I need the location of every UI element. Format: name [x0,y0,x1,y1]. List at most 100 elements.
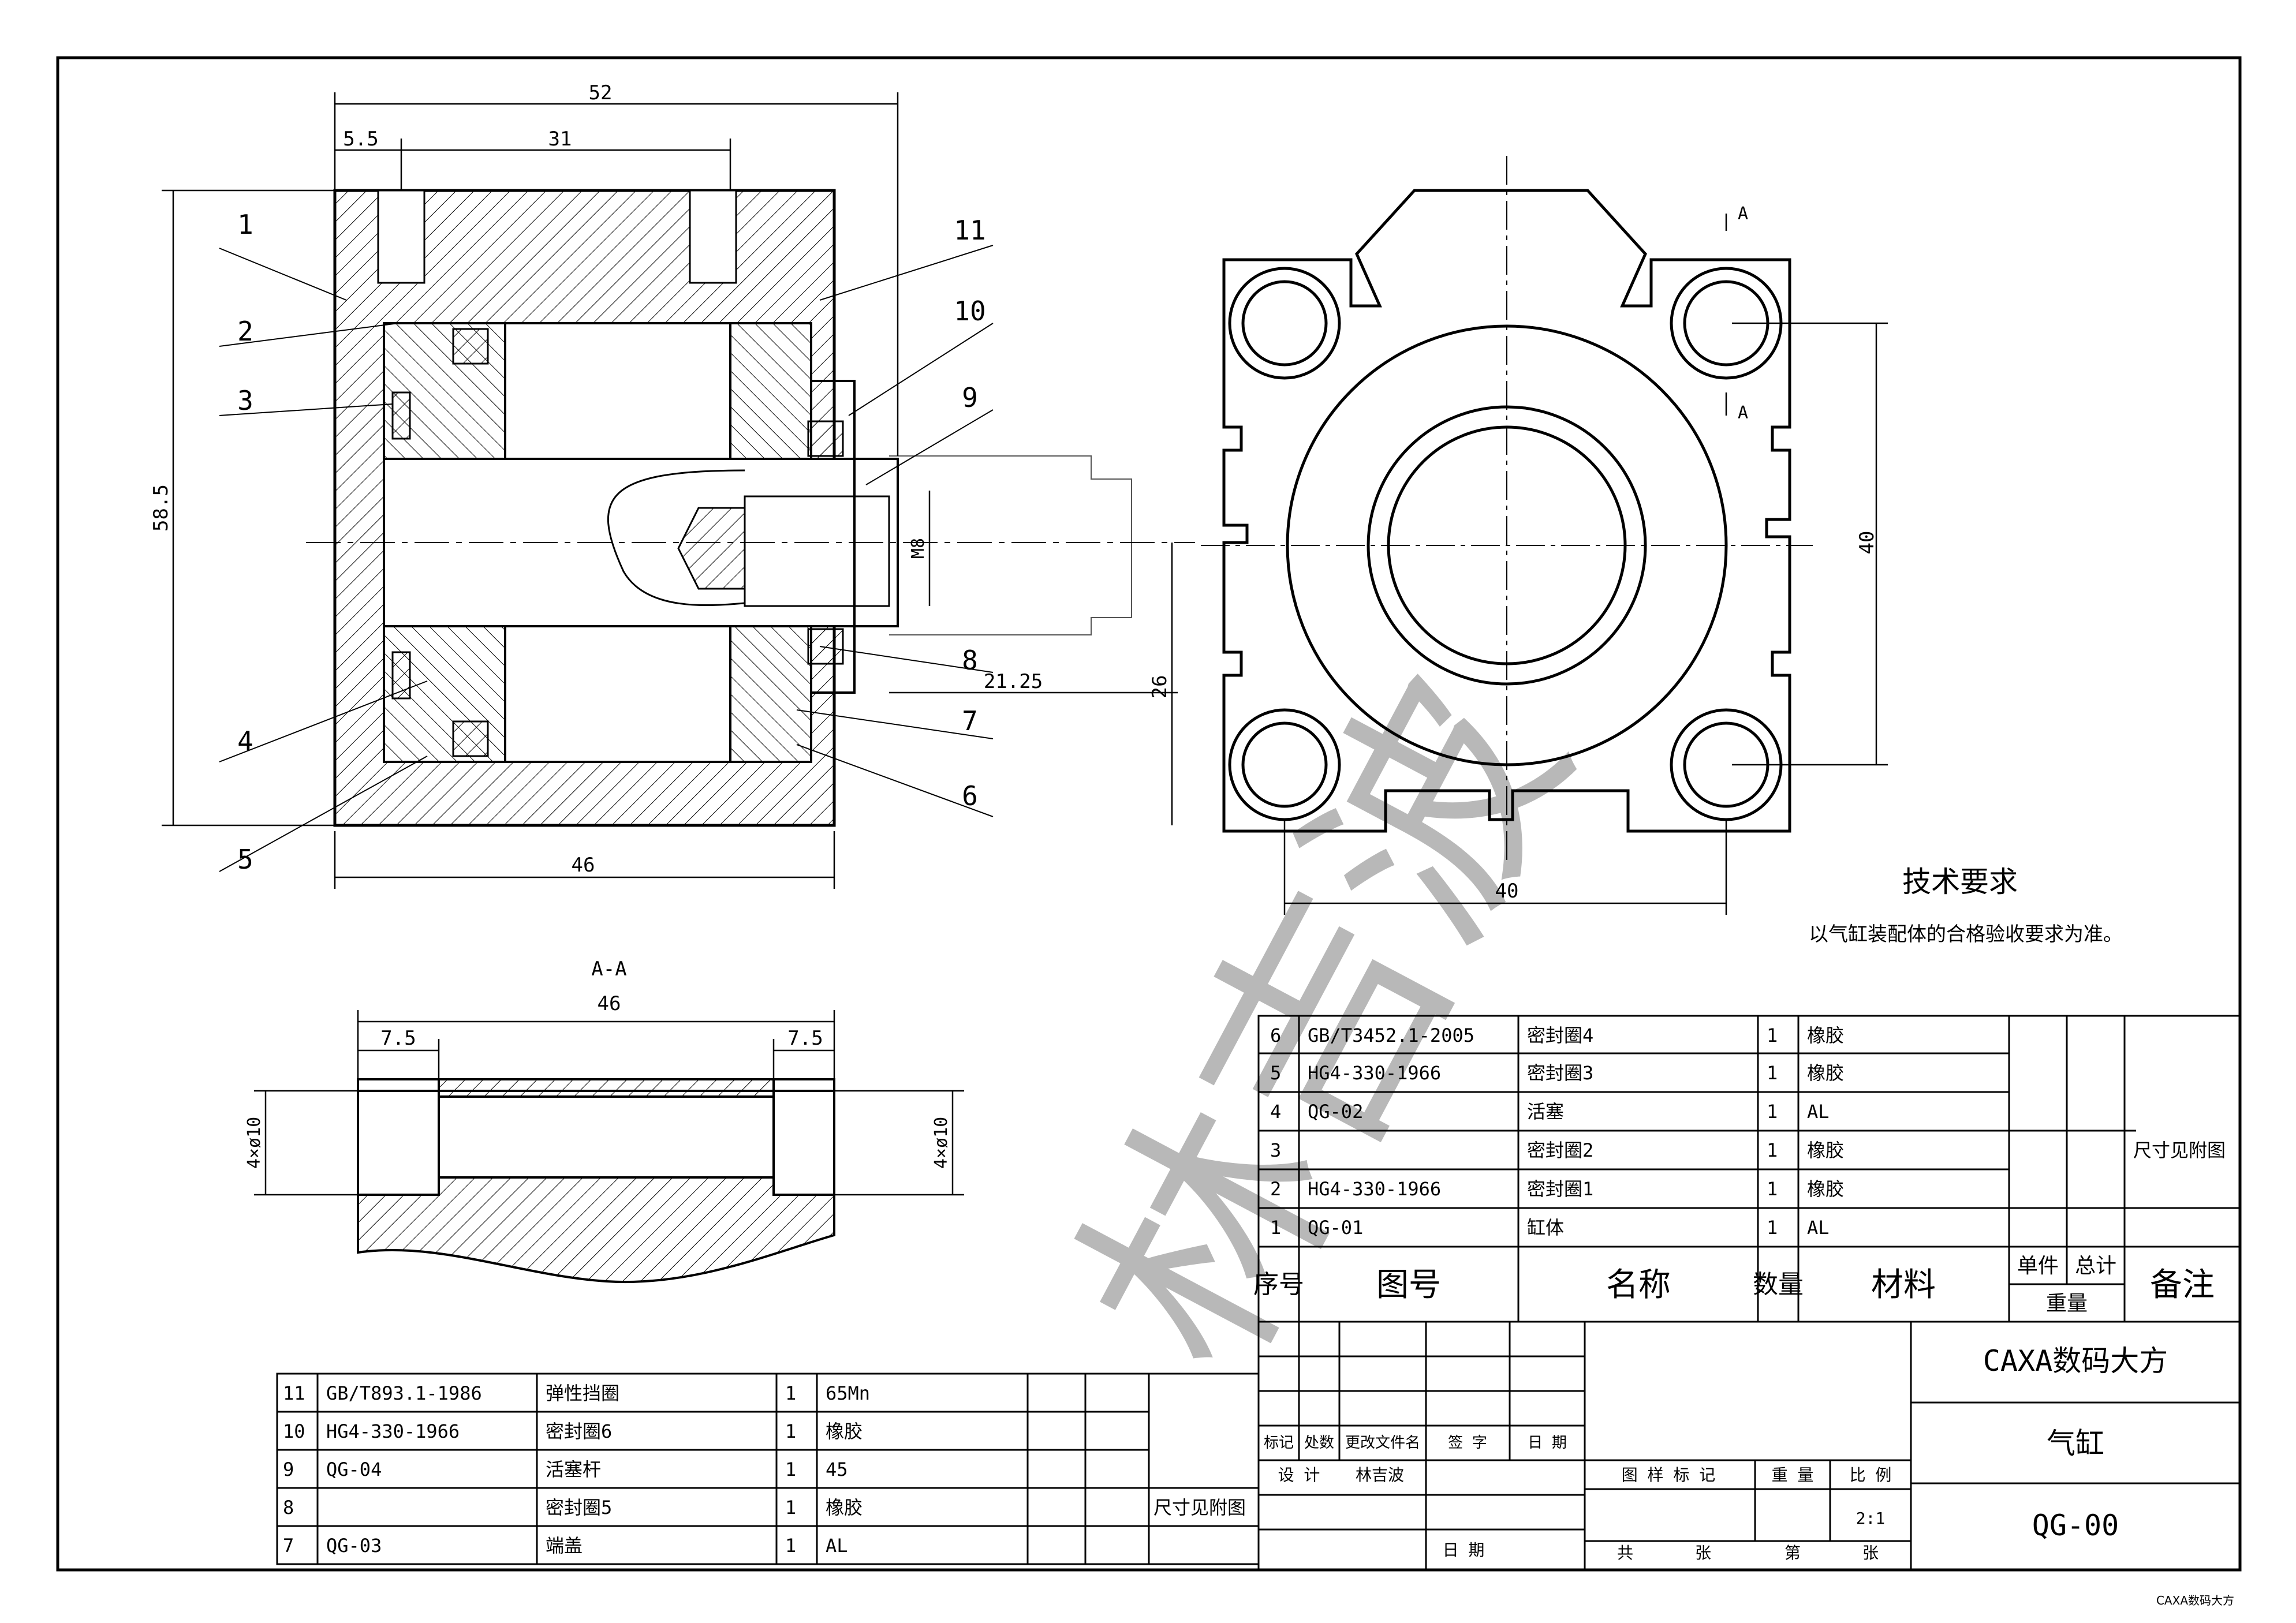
bom-left-material: 橡胶 [826,1420,863,1442]
balloon-3: 3 [237,385,253,416]
balloon-9: 9 [962,382,978,413]
bom-header-unit: 单件 [2017,1254,2059,1278]
dim-5-5: 5.5 [343,128,378,151]
bom-header-material: 材料 [1871,1266,1936,1304]
bom-left-seq: 10 [283,1420,305,1442]
tb-sheet: 张 [1695,1543,1711,1562]
balloon-11: 11 [954,215,985,246]
bom-right-name: 缸体 [1527,1217,1564,1239]
tb-nth: 第 [1784,1543,1801,1562]
bom-left-material: 65Mn [826,1382,870,1404]
bom-right-seq: 2 [1270,1178,1281,1200]
bom-left-table [276,1373,1260,1565]
balloon-7: 7 [962,705,978,736]
bom-left-note: 尺寸见附图 [1153,1497,1246,1519]
bom-right-seq: 5 [1270,1062,1281,1084]
dim-40-vertical: 40 [1856,531,1879,555]
bom-left-qty: 1 [785,1535,796,1557]
bom-left-material: 45 [826,1459,848,1480]
dim-40-horizontal: 40 [1495,880,1519,903]
side-dimension-labels: 40 40 A A [1495,204,1879,903]
bom-header-note: 备注 [2150,1266,2215,1304]
bom-right-name: 活塞 [1527,1101,1564,1123]
side-view-centerlines [1201,156,1813,866]
balloon-2: 2 [237,316,253,347]
side-dimensions [1283,214,1888,915]
bom-left-qty: 1 [785,1497,796,1519]
bom-right-code: HG4-330-1966 [1308,1178,1441,1200]
dim-31: 31 [548,128,572,151]
bom-left-material: AL [826,1535,848,1557]
bom-right-rows: 6 GB/T3452.1-2005 密封圈4 1 橡胶 5 HG4-330-19… [1253,1024,2226,1315]
bom-right-qty: 1 [1767,1024,1778,1046]
bom-right-material: 橡胶 [1807,1139,1844,1161]
balloon-4: 4 [237,726,253,757]
front-dimension-labels: 52 5.5 31 58.5 46 M8 21.25 26 [150,81,1171,877]
bom-right-code: HG4-330-1966 [1308,1062,1441,1084]
front-dimensions [162,92,1178,889]
tb-total: 共 [1617,1543,1633,1562]
balloon-5: 5 [237,844,253,875]
tb-sheet2: 张 [1862,1543,1879,1562]
bom-left-code: GB/T893.1-1986 [326,1382,482,1404]
bom-right-name: 密封圈1 [1527,1178,1593,1200]
bom-left-name: 端盖 [546,1535,583,1557]
bom-right-code: QG-01 [1308,1217,1363,1239]
bom-right-qty: 1 [1767,1139,1778,1161]
title-block [1257,1321,2241,1571]
bom-right-seq: 1 [1270,1217,1281,1239]
bom-right-qty: 1 [1767,1062,1778,1084]
bom-right-material: 橡胶 [1807,1024,1844,1046]
section-aa-hole-left: 4×ø10 [244,1117,264,1169]
dim-52: 52 [589,81,613,104]
section-aa-labels: A-A 46 7.5 7.5 4×ø10 4×ø10 [244,958,951,1169]
bom-right-qty: 1 [1767,1217,1778,1239]
title-block-labels: 标记 处数 更改文件名 签 字 日 期 设 计 林吉波 日 期 图 样 标 记 … [1264,1344,2168,1562]
tb-count: 处数 [1304,1434,1334,1452]
balloon-6: 6 [962,780,978,812]
section-aa-dimensions [254,1010,964,1196]
section-aa-title: A-A [591,958,626,981]
bom-left-seq: 7 [283,1535,294,1557]
balloon-1: 1 [237,209,253,240]
bom-left-name: 密封圈6 [546,1420,612,1442]
bom-right-note: 尺寸见附图 [2133,1139,2226,1161]
bom-right-qty: 1 [1767,1101,1778,1123]
bom-right-code: GB/T3452.1-2005 [1308,1024,1474,1046]
balloon-leaders [219,245,994,872]
bom-header-qty: 数量 [1753,1270,1804,1299]
bom-header-total: 总计 [2075,1254,2116,1278]
bom-left-code: QG-03 [326,1535,382,1557]
tb-scale-value: 2:1 [1856,1509,1886,1528]
balloon-8: 8 [962,645,978,676]
tb-company: CAXA数码大方 [1983,1344,2168,1378]
bom-header-weight: 重量 [2046,1292,2088,1315]
bom-left-qty: 1 [785,1382,796,1404]
bom-left-name: 活塞杆 [546,1459,601,1480]
footer-brand: CAXA数码大方 [2156,1594,2234,1607]
dim-21-25: 21.25 [984,670,1043,693]
bom-header-seq: 序号 [1253,1270,1304,1299]
bom-right-qty: 1 [1767,1178,1778,1200]
balloon-10: 10 [954,296,985,327]
section-aa-view [357,1078,835,1284]
bom-left-material: 橡胶 [826,1497,863,1519]
bom-left-seq: 11 [283,1382,305,1404]
tb-mark: 标记 [1264,1434,1294,1452]
bom-right-material: 橡胶 [1807,1062,1844,1084]
tb-weight: 重 量 [1772,1465,1814,1484]
bom-right-name: 密封圈3 [1527,1062,1593,1084]
bom-left-seq: 8 [283,1497,294,1519]
bom-right-seq: 3 [1270,1139,1281,1161]
tb-change-doc: 更改文件名 [1345,1434,1420,1452]
bom-left-code: HG4-330-1966 [326,1420,460,1442]
dim-m8: M8 [908,538,928,559]
bom-right-material: AL [1807,1217,1830,1239]
bom-right-material: AL [1807,1101,1830,1123]
balloon-labels: 1 2 3 4 5 6 7 8 9 10 11 [237,209,986,875]
bom-header-name: 名称 [1606,1266,1671,1304]
sheet-frame [56,56,2242,1572]
section-aa-hole-right: 4×ø10 [931,1117,951,1169]
section-mark-bottom: A [1738,403,1748,423]
